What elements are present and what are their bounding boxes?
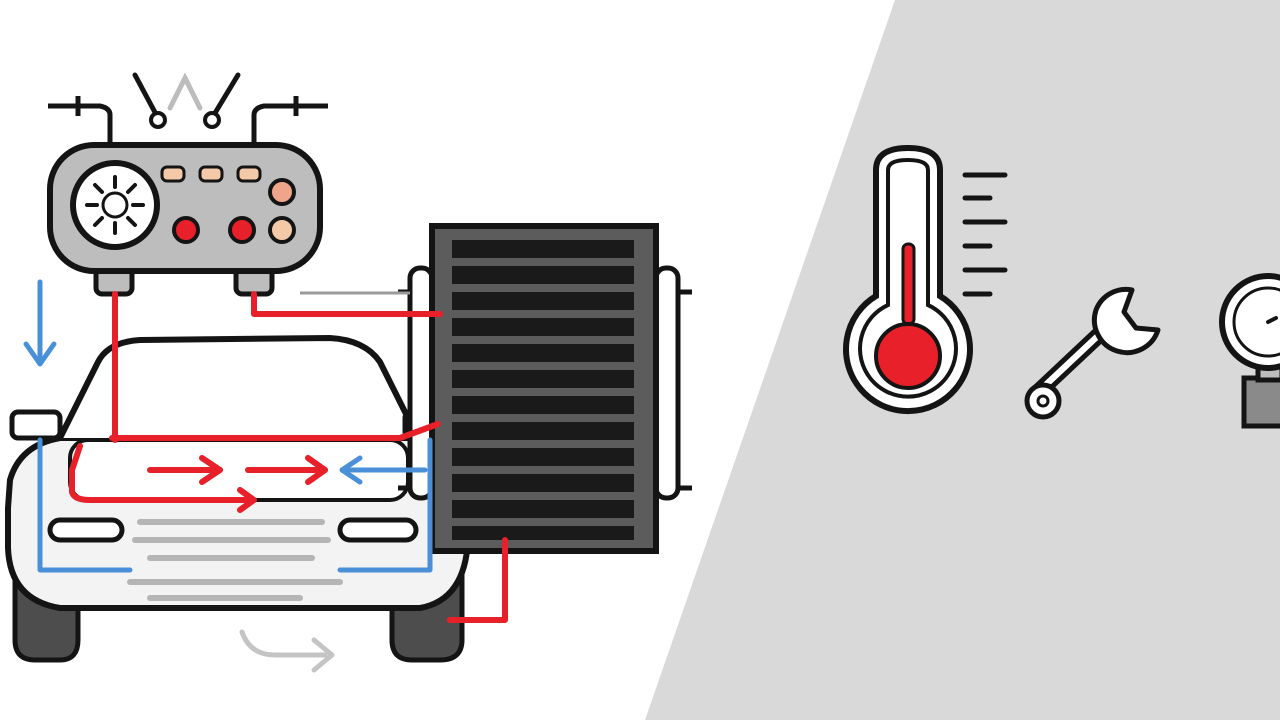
wrench-icon bbox=[1024, 286, 1161, 420]
return-flow-arrow bbox=[239, 629, 335, 673]
radiator-icon bbox=[300, 223, 692, 554]
pressure-gauge-icon bbox=[1219, 273, 1280, 429]
radiator-fins bbox=[452, 240, 634, 540]
hot-coolant-lines bbox=[69, 291, 508, 623]
control-unit-icon bbox=[47, 72, 328, 297]
car-front-icon bbox=[5, 335, 471, 663]
cold-coolant-lines bbox=[23, 279, 433, 573]
grille bbox=[127, 519, 343, 601]
thermometer-icon bbox=[843, 144, 1008, 415]
